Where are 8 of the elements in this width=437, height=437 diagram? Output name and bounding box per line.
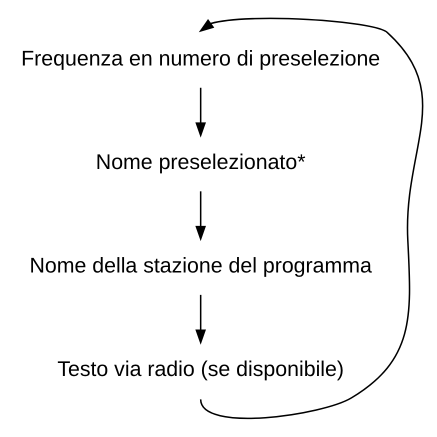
node-text: Testo via radio (se disponibile) bbox=[57, 357, 344, 382]
arrow bbox=[195, 88, 206, 138]
arrow bbox=[198, 18, 424, 420]
node-text: Frequenza en numero di preselezione bbox=[21, 46, 380, 70]
node-text: Nome preselezionato* bbox=[96, 150, 306, 174]
node-text: Nome della stazione del programma bbox=[29, 254, 372, 278]
arrow bbox=[195, 191, 206, 242]
arrow bbox=[195, 294, 206, 345]
